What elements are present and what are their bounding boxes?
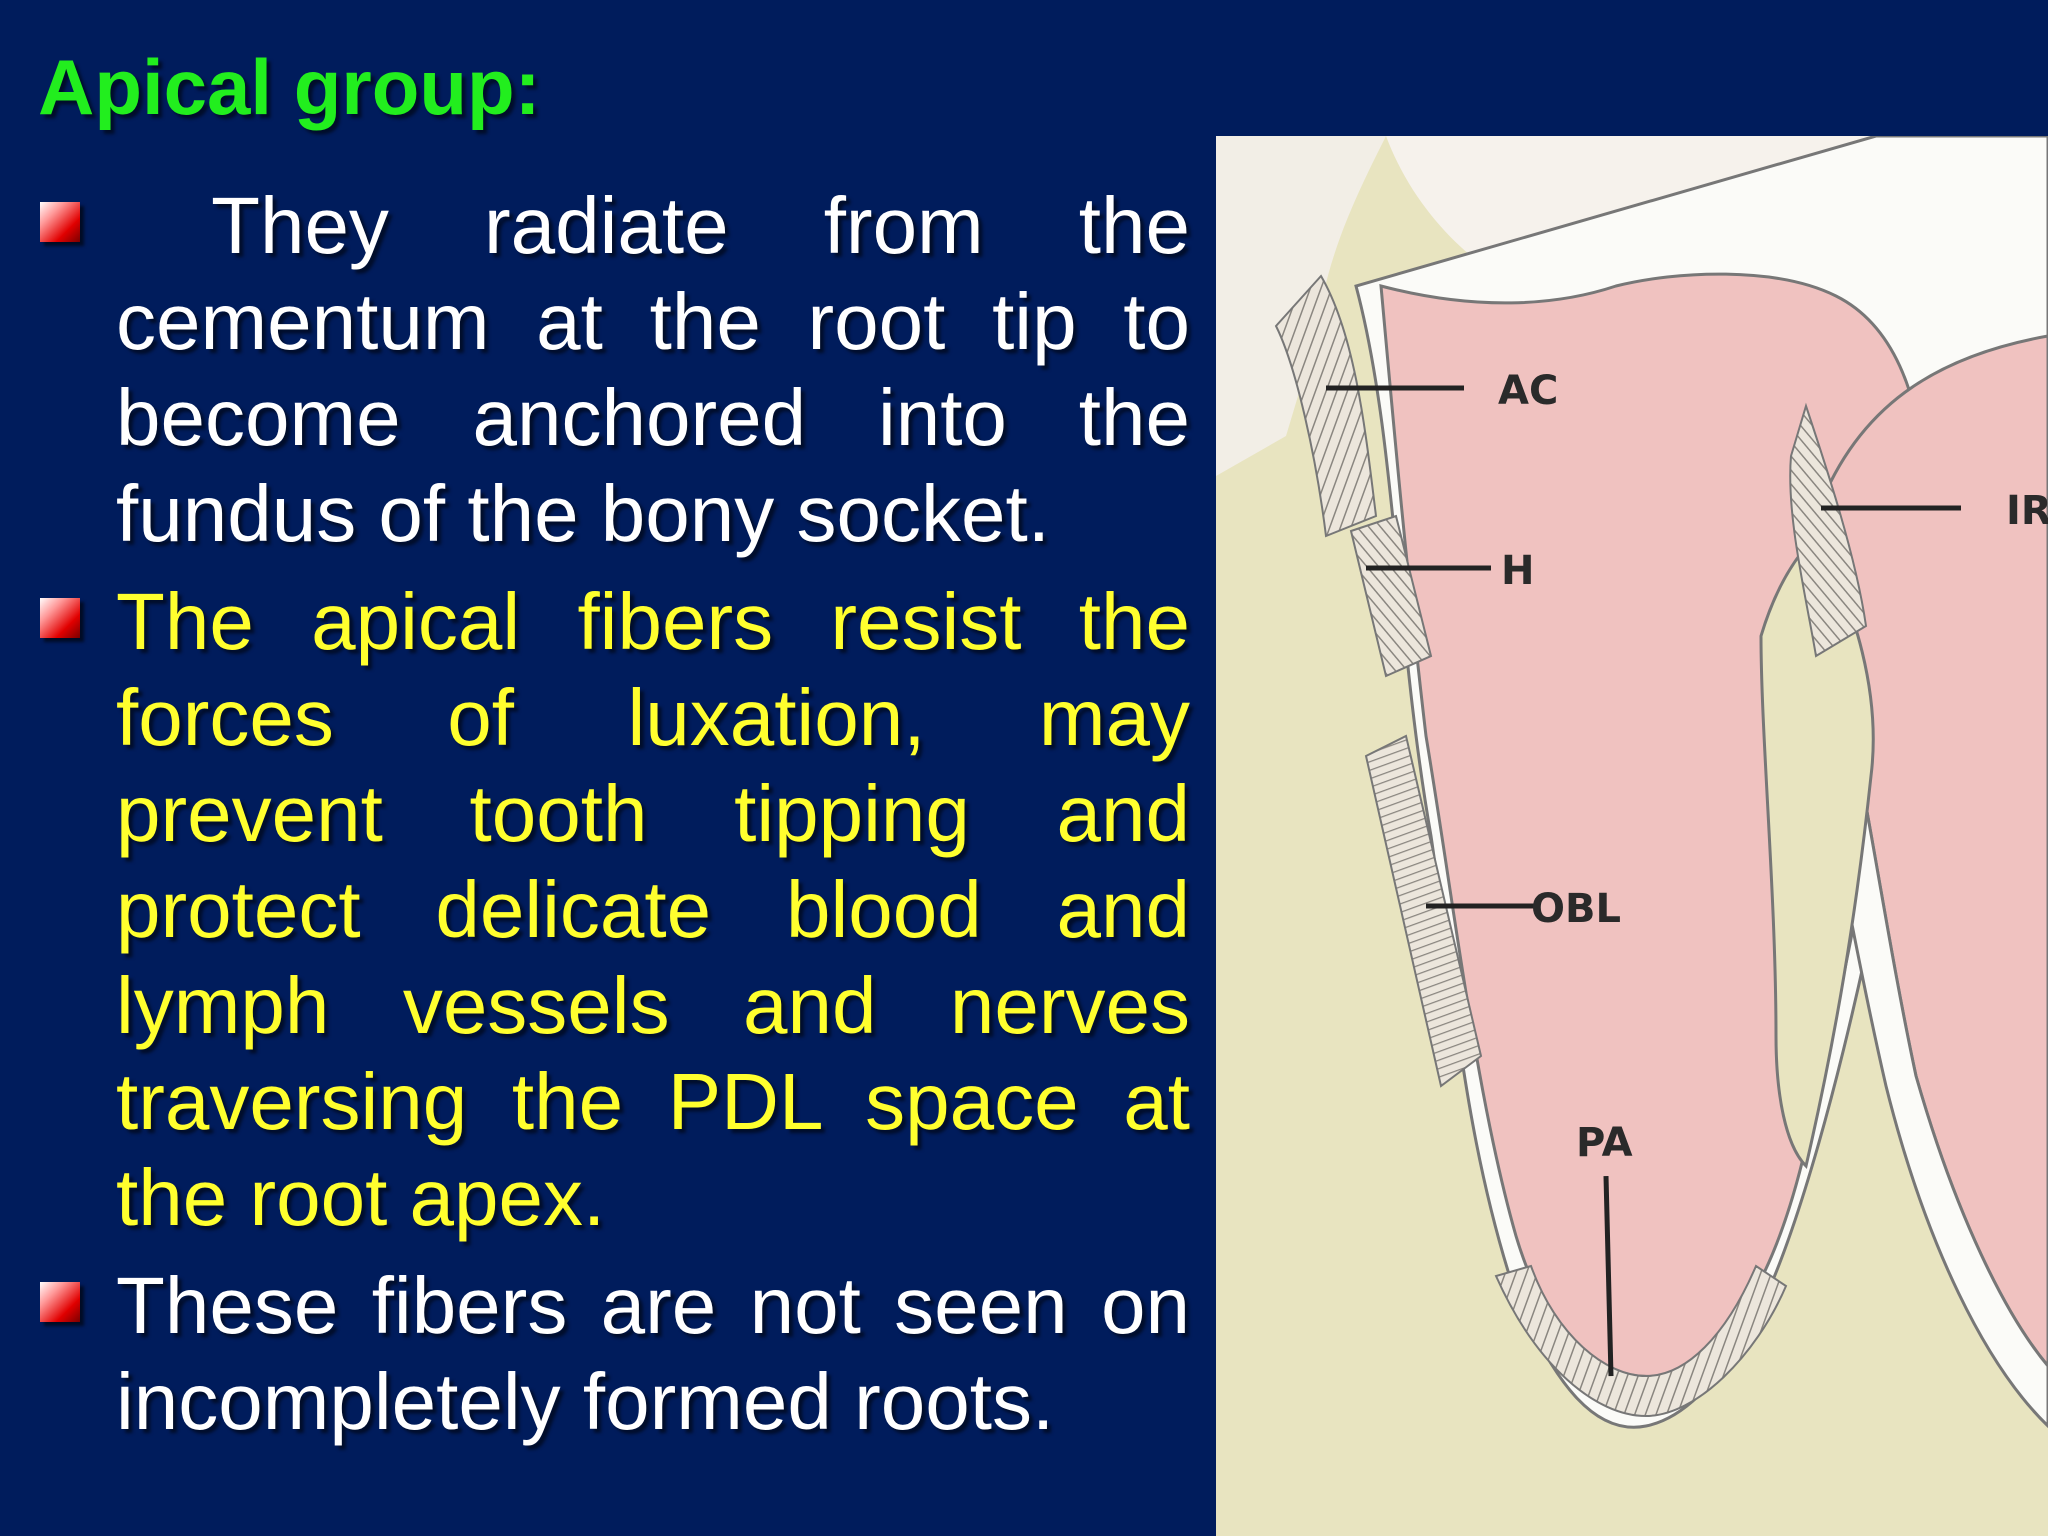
interradicular-fibers [1789,402,1868,658]
bullet-square-icon [40,1282,80,1322]
label-ac: AC [1498,368,1558,414]
horizontal-fibers [1349,514,1433,678]
label-ir: IR [2006,488,2048,534]
bullet-text: They radiate from the cementum at the ro… [116,181,1213,558]
slide-title: Apical group: [38,43,541,131]
bullet-text: These fibers are not seen on incompletel… [116,1261,1190,1446]
label-pa: PA [1576,1120,1633,1166]
interradicular-septum [1759,533,1875,1169]
oblique-fibers [1364,734,1483,1088]
bullet-item: They radiate from the cementum at the ro… [36,178,1190,562]
bullet-square-icon [40,598,80,638]
alveolar-crest-fibers [1274,274,1378,538]
bullet-text: The apical fibers resist the forces of l… [116,577,1190,1242]
label-h: H [1501,548,1534,594]
bullet-square-icon [40,202,80,242]
apical-fibers [1494,1264,1788,1418]
tooth-pdl-fiber-diagram: AC H OBL PA IR [1216,136,2048,1536]
diagram-svg: AC H OBL PA IR [1216,136,2048,1536]
bullet-list: They radiate from the cementum at the ro… [36,178,1190,1462]
bullet-item: The apical fibers resist the forces of l… [36,574,1190,1246]
bullet-item: These fibers are not seen on incompletel… [36,1258,1190,1450]
label-obl: OBL [1531,886,1621,932]
